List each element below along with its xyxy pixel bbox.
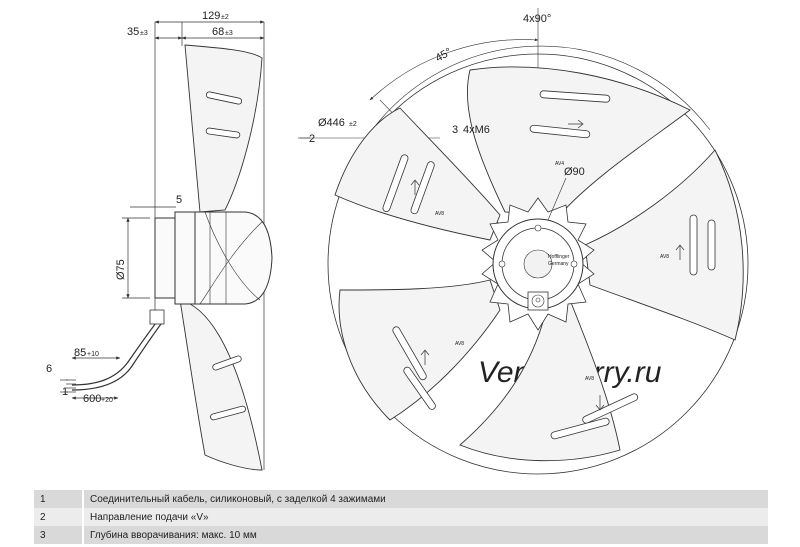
hub-offset-value: 35 (127, 26, 139, 38)
hub-offset-tol: ±3 (140, 30, 148, 37)
callout-6: 6 (46, 363, 52, 375)
blade-top (466, 66, 691, 216)
diameter-tol: ±2 (349, 121, 357, 128)
legend-num: 2 (34, 508, 84, 526)
legend-table: 1 Соединительный кабель, силиконовый, с … (34, 490, 768, 544)
cable-length-tol: +20 (101, 397, 113, 404)
strip-length-tol: +10 (87, 351, 99, 358)
diameter-value: Ø446 (318, 117, 345, 129)
hub-label-line-2: Germany (548, 261, 569, 267)
fan-technical-drawing: Ventilatorry.ru (46, 8, 749, 475)
legend-text: Глубина вворачивания: макс. 10 мм (83, 526, 768, 544)
blade-mark-4: AV8 (435, 211, 444, 217)
cable-length-value: 600 (83, 393, 101, 405)
blade-bottom-right (459, 299, 621, 462)
side-view-dimensions (60, 20, 265, 400)
side-view (66, 22, 273, 471)
front-view: AV4 AV8 AV8 AV8 AV8 Hofflinger Germany (298, 8, 749, 475)
legend-num: 1 (34, 490, 84, 508)
blade-depth-tol: ±3 (225, 30, 233, 37)
legend-row: 1 Соединительный кабель, силиконовый, с … (34, 490, 768, 508)
callout-3: 3 (452, 124, 458, 136)
thread-label: 4xM6 (463, 124, 490, 136)
blade-bottom-left (338, 279, 501, 421)
flange-gap-value: 5 (176, 194, 182, 206)
overall-depth-value: 129 (202, 10, 220, 22)
blade-mark-2: AV8 (660, 254, 669, 260)
overall-depth-tol: ±2 (221, 14, 229, 21)
blade-mark-5: AV8 (585, 376, 594, 382)
blade-depth-value: 68 (212, 26, 224, 38)
hub-diameter-label: Ø90 (564, 166, 585, 178)
strip-length-value: 85 (74, 347, 86, 359)
blade-angle-label: 45° (434, 46, 454, 65)
blade-left (334, 107, 501, 241)
callout-2: 2 (309, 133, 315, 145)
legend-text: Направление подачи «V» (83, 508, 768, 526)
legend-row: 2 Направление подачи «V» (34, 508, 768, 526)
legend-num: 3 (34, 526, 84, 544)
side-view-slots (205, 91, 246, 421)
legend-row: 3 Глубина вворачивания: макс. 10 мм (34, 526, 768, 544)
mount-angle-label: 4x90° (523, 13, 551, 25)
legend-text: Соединительный кабель, силиконовый, с за… (83, 490, 768, 508)
motor-diameter-value: Ø75 (115, 259, 127, 280)
callout-1: 1 (62, 386, 68, 398)
blade-mark-3: AV8 (455, 341, 464, 347)
hub-label-line-1: Hofflinger (548, 254, 570, 260)
blade-mark-1: AV4 (555, 161, 564, 167)
blade-right (584, 149, 744, 341)
